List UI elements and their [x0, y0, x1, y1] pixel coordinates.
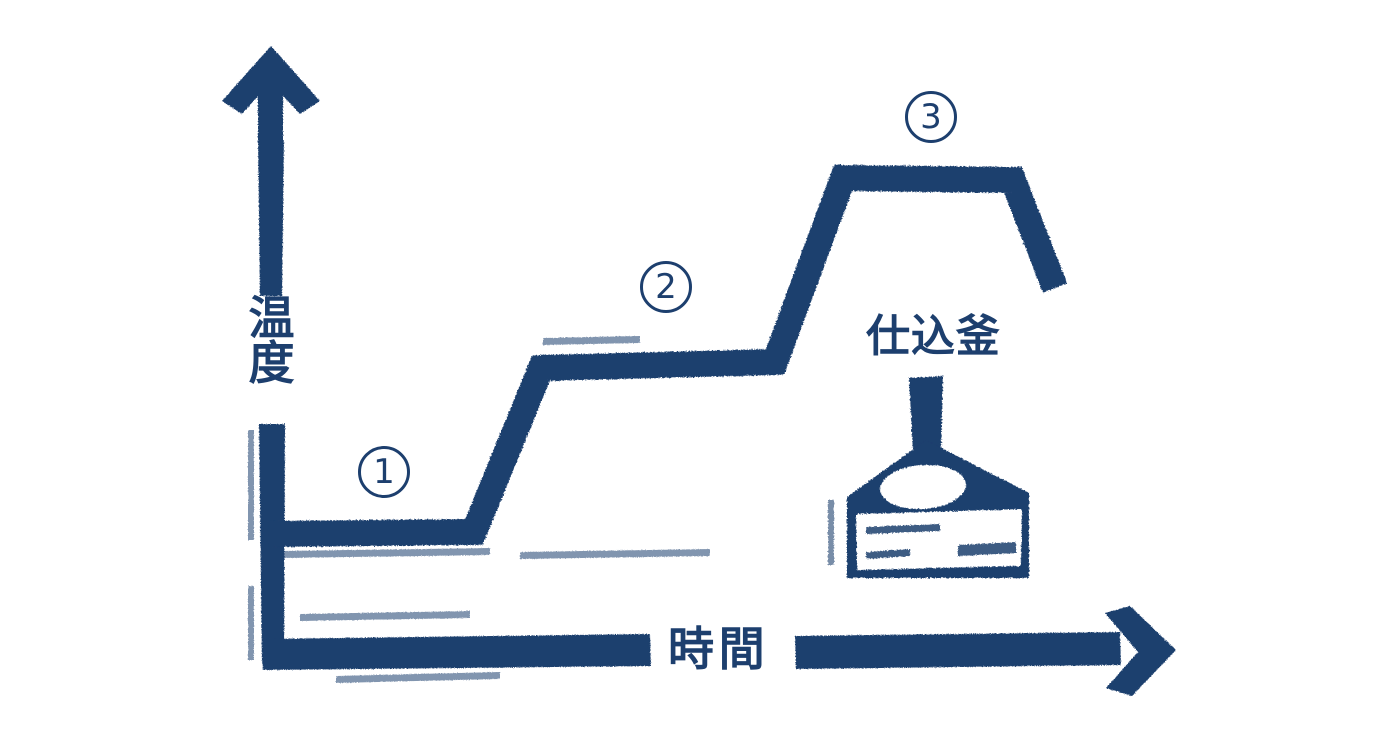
x-axis-label: 時間 — [668, 622, 770, 676]
x-axis-shaft-right — [795, 632, 1121, 669]
ink-texture-strokes — [248, 336, 710, 683]
y-axis-label-char-2: 度 — [248, 336, 296, 391]
step-path — [267, 164, 1068, 547]
step-marker-1[interactable]: 1 — [358, 446, 410, 498]
y-axis-label: 温度 — [243, 291, 301, 391]
kettle-side-tick — [828, 500, 834, 565]
x-axis — [262, 606, 1176, 696]
kettle-label: 仕込釜 — [866, 311, 1001, 362]
y-axis-shaft-upper — [258, 140, 284, 296]
kettle-band-ink-marks — [866, 524, 1016, 559]
kettle-dome-highlight — [880, 464, 966, 510]
step-marker-3[interactable]: 3 — [905, 91, 957, 143]
x-axis-shaft-left — [262, 634, 651, 670]
temperature-step-curve — [267, 164, 1068, 547]
step-marker-2[interactable]: 2 — [640, 261, 692, 313]
mash-kettle-icon — [828, 376, 1029, 578]
kettle-chimney — [909, 376, 943, 452]
kettle-band-highlight — [856, 509, 1022, 570]
right-arrow-icon — [1105, 606, 1176, 696]
y-axis-label-char-1: 温 — [248, 291, 296, 345]
up-arrow-icon — [222, 46, 320, 146]
